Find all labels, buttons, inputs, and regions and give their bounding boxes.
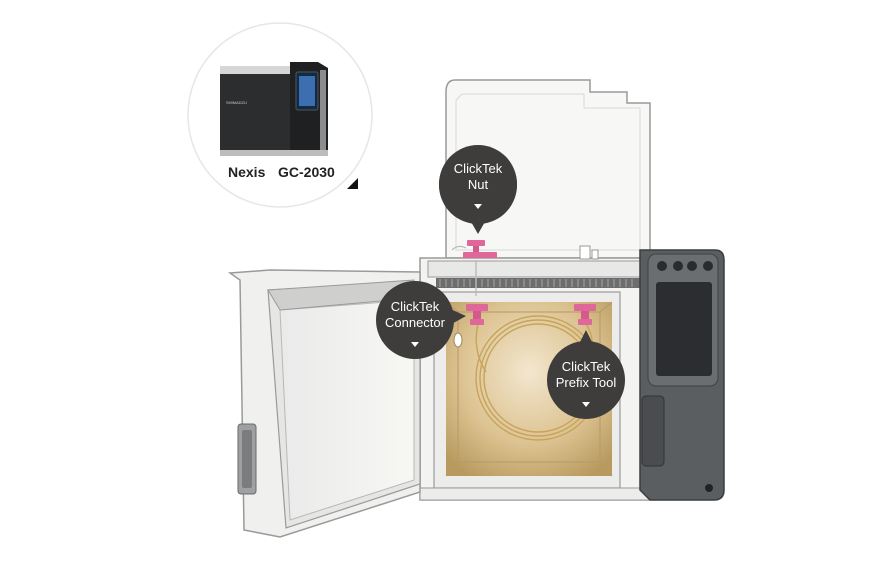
model-label-right: GC-2030 xyxy=(278,164,335,180)
touch-screen xyxy=(656,282,712,376)
callout-pointer-icon xyxy=(578,330,594,346)
callout-connector-line1: ClickTek xyxy=(391,299,440,314)
callout-nut-line1: ClickTek xyxy=(454,161,503,176)
clicktek-nut-part xyxy=(451,240,497,258)
model-label-left: Nexis xyxy=(228,164,266,180)
callout-pointer-icon xyxy=(470,220,486,234)
product-photo: SHIMADZU xyxy=(220,62,328,156)
triangle-pointer-icon xyxy=(474,204,482,209)
callout-clicktek-prefix-tool[interactable]: ClickTek Prefix Tool xyxy=(547,330,625,419)
corner-arrow-icon xyxy=(347,178,358,189)
panel-knob-icon xyxy=(657,261,667,271)
inset-product-view: SHIMADZU Nexis GC-2030 xyxy=(187,22,373,208)
callout-pointer-icon xyxy=(448,308,466,326)
callout-connector-line2: Connector xyxy=(385,315,446,330)
triangle-pointer-icon xyxy=(411,342,419,347)
callout-prefix-line2: Prefix Tool xyxy=(556,375,617,390)
clicktek-connector-part xyxy=(466,304,488,325)
callout-prefix-line1: ClickTek xyxy=(562,359,611,374)
vent-strip xyxy=(436,278,640,288)
svg-text:SHIMADZU: SHIMADZU xyxy=(226,100,247,105)
control-panel xyxy=(639,249,725,501)
callout-nut-line2: Nut xyxy=(468,177,489,192)
oven-door xyxy=(227,269,421,538)
instrument-body xyxy=(419,79,651,501)
triangle-pointer-icon xyxy=(582,402,590,407)
clicktek-prefix-tool-part xyxy=(574,304,596,325)
callout-clicktek-connector[interactable]: ClickTek Connector xyxy=(376,281,466,359)
callout-clicktek-nut[interactable]: ClickTek Nut xyxy=(438,145,517,234)
